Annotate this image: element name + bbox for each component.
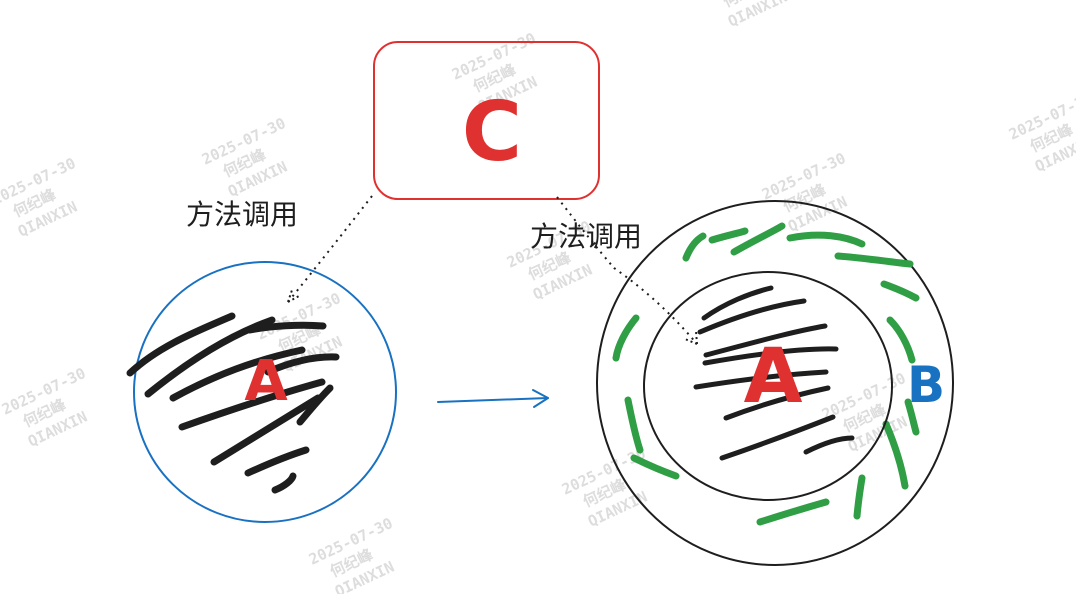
node-b[interactable]: B A [596,200,954,566]
node-a-right-scribble [693,285,855,461]
arrow-right-icon [532,389,549,408]
node-a-right[interactable]: A [643,271,893,501]
node-c-box[interactable] [373,41,600,200]
node-a-right-label: A [744,331,803,420]
arrow-line [437,397,549,403]
node-a-left-label: A [244,349,288,414]
edge-call-right-label: 方法调用 [530,220,642,253]
transform-arrow [437,389,549,408]
node-c-label: C [462,85,522,180]
edge-call-left [287,195,373,303]
edge-call-right [556,196,698,345]
node-a-left[interactable]: A [126,261,397,523]
node-b-outer-circle[interactable] [596,200,954,566]
node-a-right-circle[interactable] [643,271,893,501]
node-b-label: B [907,356,945,414]
node-b-scribble [612,222,920,526]
node-a-left-scribble [126,312,340,494]
arrowhead-icon [684,330,698,345]
edge-call-left-label: 方法调用 [186,198,298,231]
edge-line [287,195,373,303]
node-a-left-circle[interactable] [133,261,397,523]
arrowhead-icon [287,289,300,303]
edge-line [556,196,698,345]
node-c[interactable]: C [373,41,600,200]
